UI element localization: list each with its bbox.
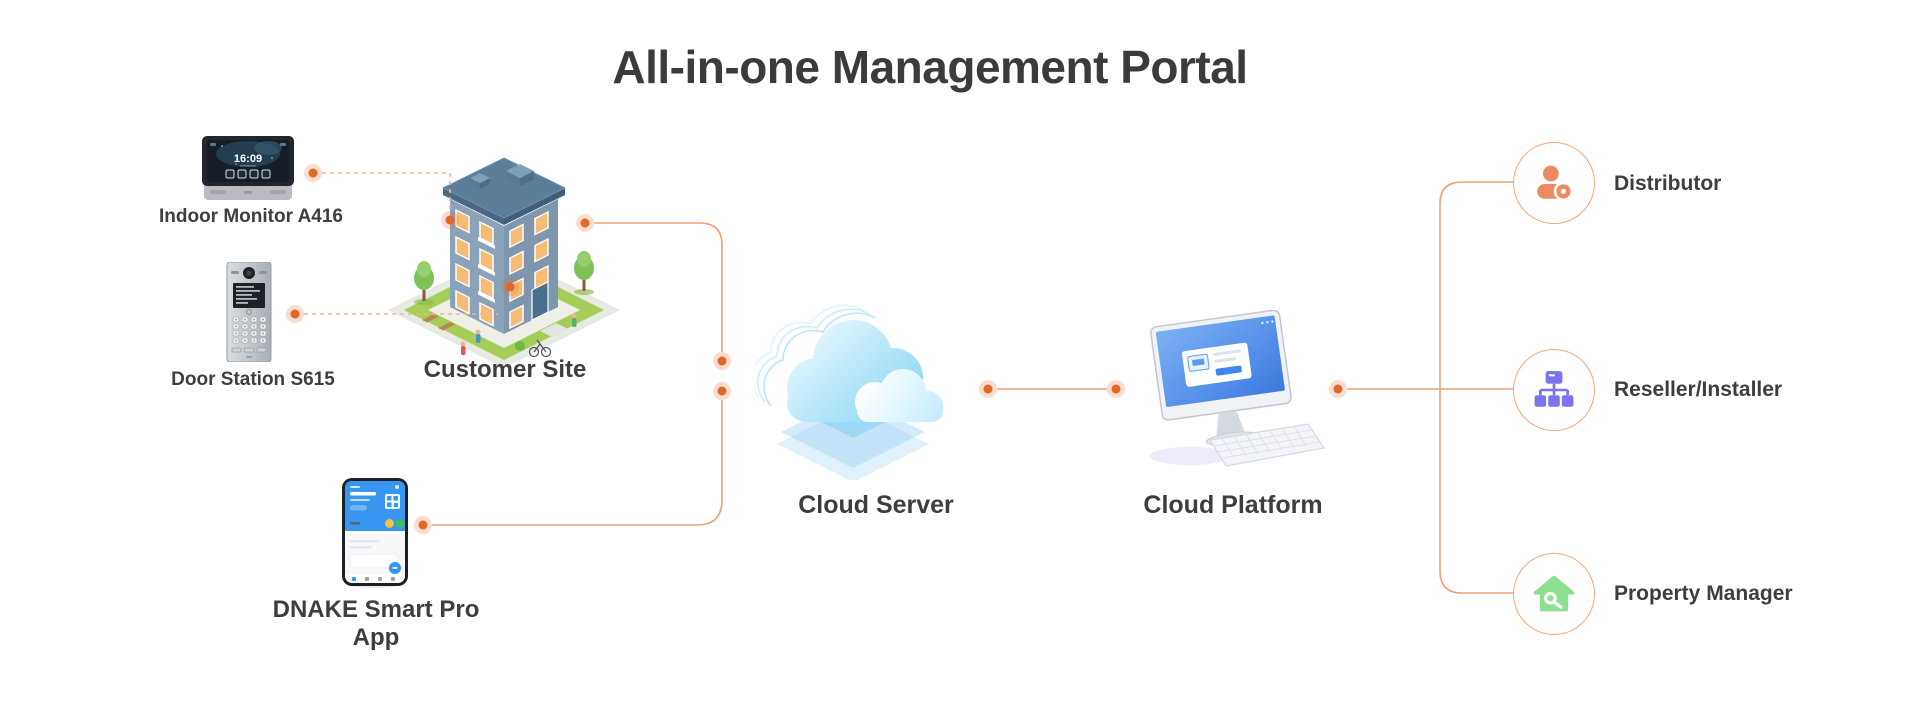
app-bottom-nav <box>352 577 395 581</box>
desktop-keyboard <box>1209 423 1326 467</box>
door-station-label: Door Station S615 <box>171 369 335 390</box>
indoor-monitor-illustration: 16:09 <box>202 136 294 200</box>
cloud-platform-label: Cloud Platform <box>1143 491 1323 519</box>
monitor-clock-text: 16:09 <box>234 153 262 165</box>
app-call-button <box>374 519 384 528</box>
line-roles-trunk <box>1439 181 1513 594</box>
role-reseller-label: Reseller/Installer <box>1614 378 1783 401</box>
role-distributor-label: Distributor <box>1614 172 1722 195</box>
monitor-app-icon <box>225 169 235 179</box>
login-card <box>1182 342 1252 387</box>
app-unlock-button <box>385 519 394 528</box>
monitor-app-icon <box>249 169 259 179</box>
role-property-manager-label: Property Manager <box>1614 582 1793 605</box>
role-reseller-circle <box>1513 349 1595 431</box>
sitemap-icon <box>1534 371 1574 407</box>
cloud-server-illustration <box>755 304 943 480</box>
cloud-server-label: Cloud Server <box>798 491 954 519</box>
building-door <box>531 281 549 321</box>
customer-site-label: Customer Site <box>423 356 587 383</box>
role-property-manager-circle <box>1513 553 1595 635</box>
cloud-platform-illustration <box>1150 310 1326 467</box>
page-title: All-in-one Management Portal <box>612 41 1248 93</box>
cloud-echo-lines <box>755 304 876 407</box>
person-badge-icon <box>1537 165 1574 202</box>
login-button <box>1215 365 1242 376</box>
house-wrench-icon <box>1533 575 1575 612</box>
role-distributor-circle <box>1513 142 1595 224</box>
monitor-app-icon <box>261 169 271 179</box>
pedestrian-figures <box>460 313 577 355</box>
monitor-app-icon <box>237 169 247 179</box>
indoor-monitor-label: Indoor Monitor A416 <box>158 206 344 227</box>
customer-site-illustration <box>388 157 620 368</box>
door-station-illustration <box>226 262 272 362</box>
smart-pro-app-label: DNAKE Smart Pro App <box>272 596 480 651</box>
app-monitor-button <box>395 519 405 528</box>
line-app-to-cloud <box>432 400 723 526</box>
bicycle-figure <box>528 339 552 358</box>
smart-pro-app-illustration <box>342 478 408 588</box>
